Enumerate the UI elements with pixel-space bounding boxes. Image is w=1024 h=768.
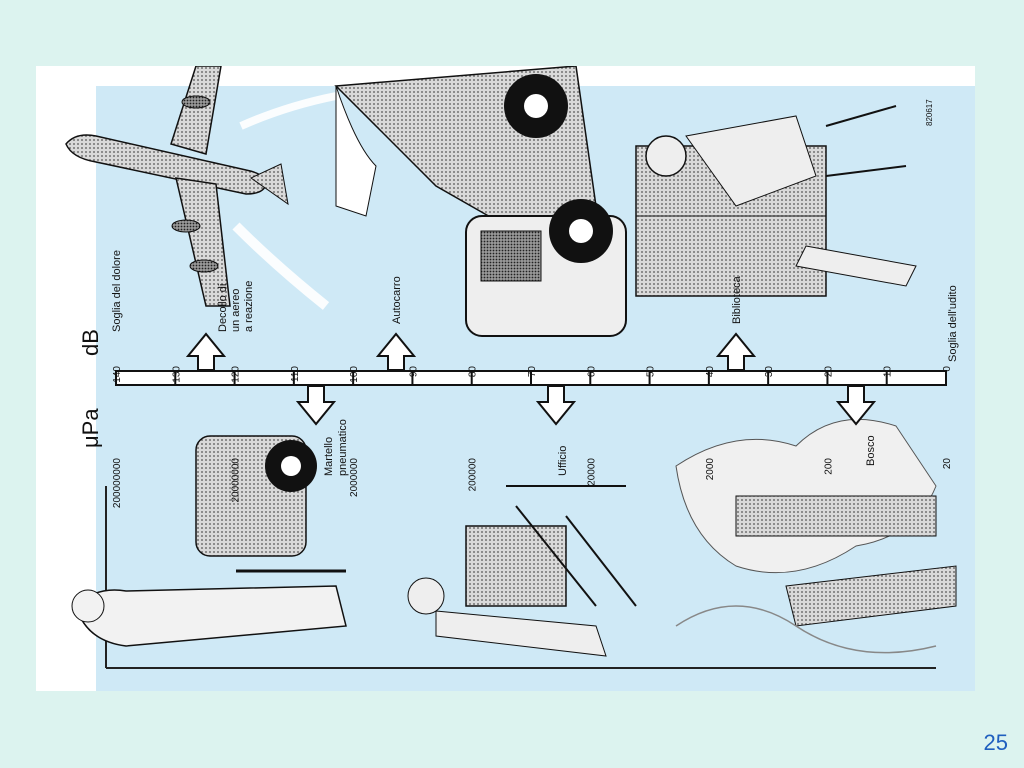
label-library: Biblioteca: [731, 275, 743, 324]
arrow-down-jackhammer: [295, 385, 337, 426]
jackhammer-worker-illustration: [71, 435, 347, 647]
forest-illustration: [675, 418, 957, 654]
label-office: Ufficio: [557, 446, 569, 476]
upa-tick-label: 20000: [586, 458, 597, 486]
arrow-up-library: [715, 332, 757, 371]
page-number: 25: [983, 730, 1008, 755]
db-tick-label: 40: [705, 366, 716, 378]
db-tick-label: 60: [586, 366, 597, 378]
upa-tick-label: 200: [823, 458, 834, 475]
label-truck: Autocarro: [391, 276, 403, 324]
arrow-up-pain: [185, 332, 227, 371]
db-tick-label: 110: [290, 366, 301, 382]
jet-airplane-illustration: [65, 66, 337, 310]
db-tick-label: 30: [764, 366, 775, 378]
db-tick-label: 50: [646, 366, 657, 378]
db-tick-label: 10: [883, 366, 894, 378]
db-tick-label: 100: [349, 366, 360, 383]
upa-unit-label: μPa: [78, 408, 103, 448]
upa-tick-label: 200000: [468, 458, 479, 492]
label-jackhammer-2: pneumatico: [337, 419, 349, 476]
label-hearing-threshold: Soglia dell'udito: [947, 285, 959, 362]
label-jet-takeoff-3: a reazione: [243, 281, 255, 332]
label-pain-threshold: Soglia del dolore: [111, 250, 123, 332]
db-unit-label: dB: [78, 329, 103, 356]
db-tick-label: 0: [942, 366, 953, 372]
upa-tick-labels: 200000000 20000000 2000000 200000 20000 2000 2…: [112, 458, 953, 508]
db-tick-label: 80: [468, 366, 479, 378]
upa-tick-label: 200000000: [112, 458, 123, 508]
upa-tick-label: 2000: [705, 458, 716, 481]
arrow-down-forest: [835, 385, 877, 426]
upa-tick-label: 2000000: [349, 458, 360, 497]
credit-code: 820617: [925, 99, 934, 126]
label-forest: Bosco: [865, 435, 877, 466]
label-jet-takeoff-2: un aereo: [230, 289, 242, 332]
office-worker-illustration: [407, 485, 637, 657]
db-tick-label: 120: [231, 366, 242, 383]
label-jackhammer-1: Martello: [323, 437, 335, 476]
truck-illustration: [334, 66, 627, 337]
db-tick-label: 130: [171, 366, 182, 383]
db-tick-label: 70: [527, 366, 538, 378]
arrow-down-office: [535, 385, 577, 426]
library-reader-illustration: [635, 105, 917, 297]
db-tick-label: 140: [112, 366, 123, 383]
upa-tick-label: 20000000: [231, 458, 242, 503]
db-tick-label: 20: [823, 366, 834, 378]
sound-scale-bar: [115, 370, 947, 386]
upa-tick-label: 20: [942, 458, 953, 470]
db-tick-label: 90: [408, 366, 419, 378]
arrow-up-truck: [375, 332, 417, 371]
label-jet-takeoff-1: Decollo di: [217, 284, 229, 332]
